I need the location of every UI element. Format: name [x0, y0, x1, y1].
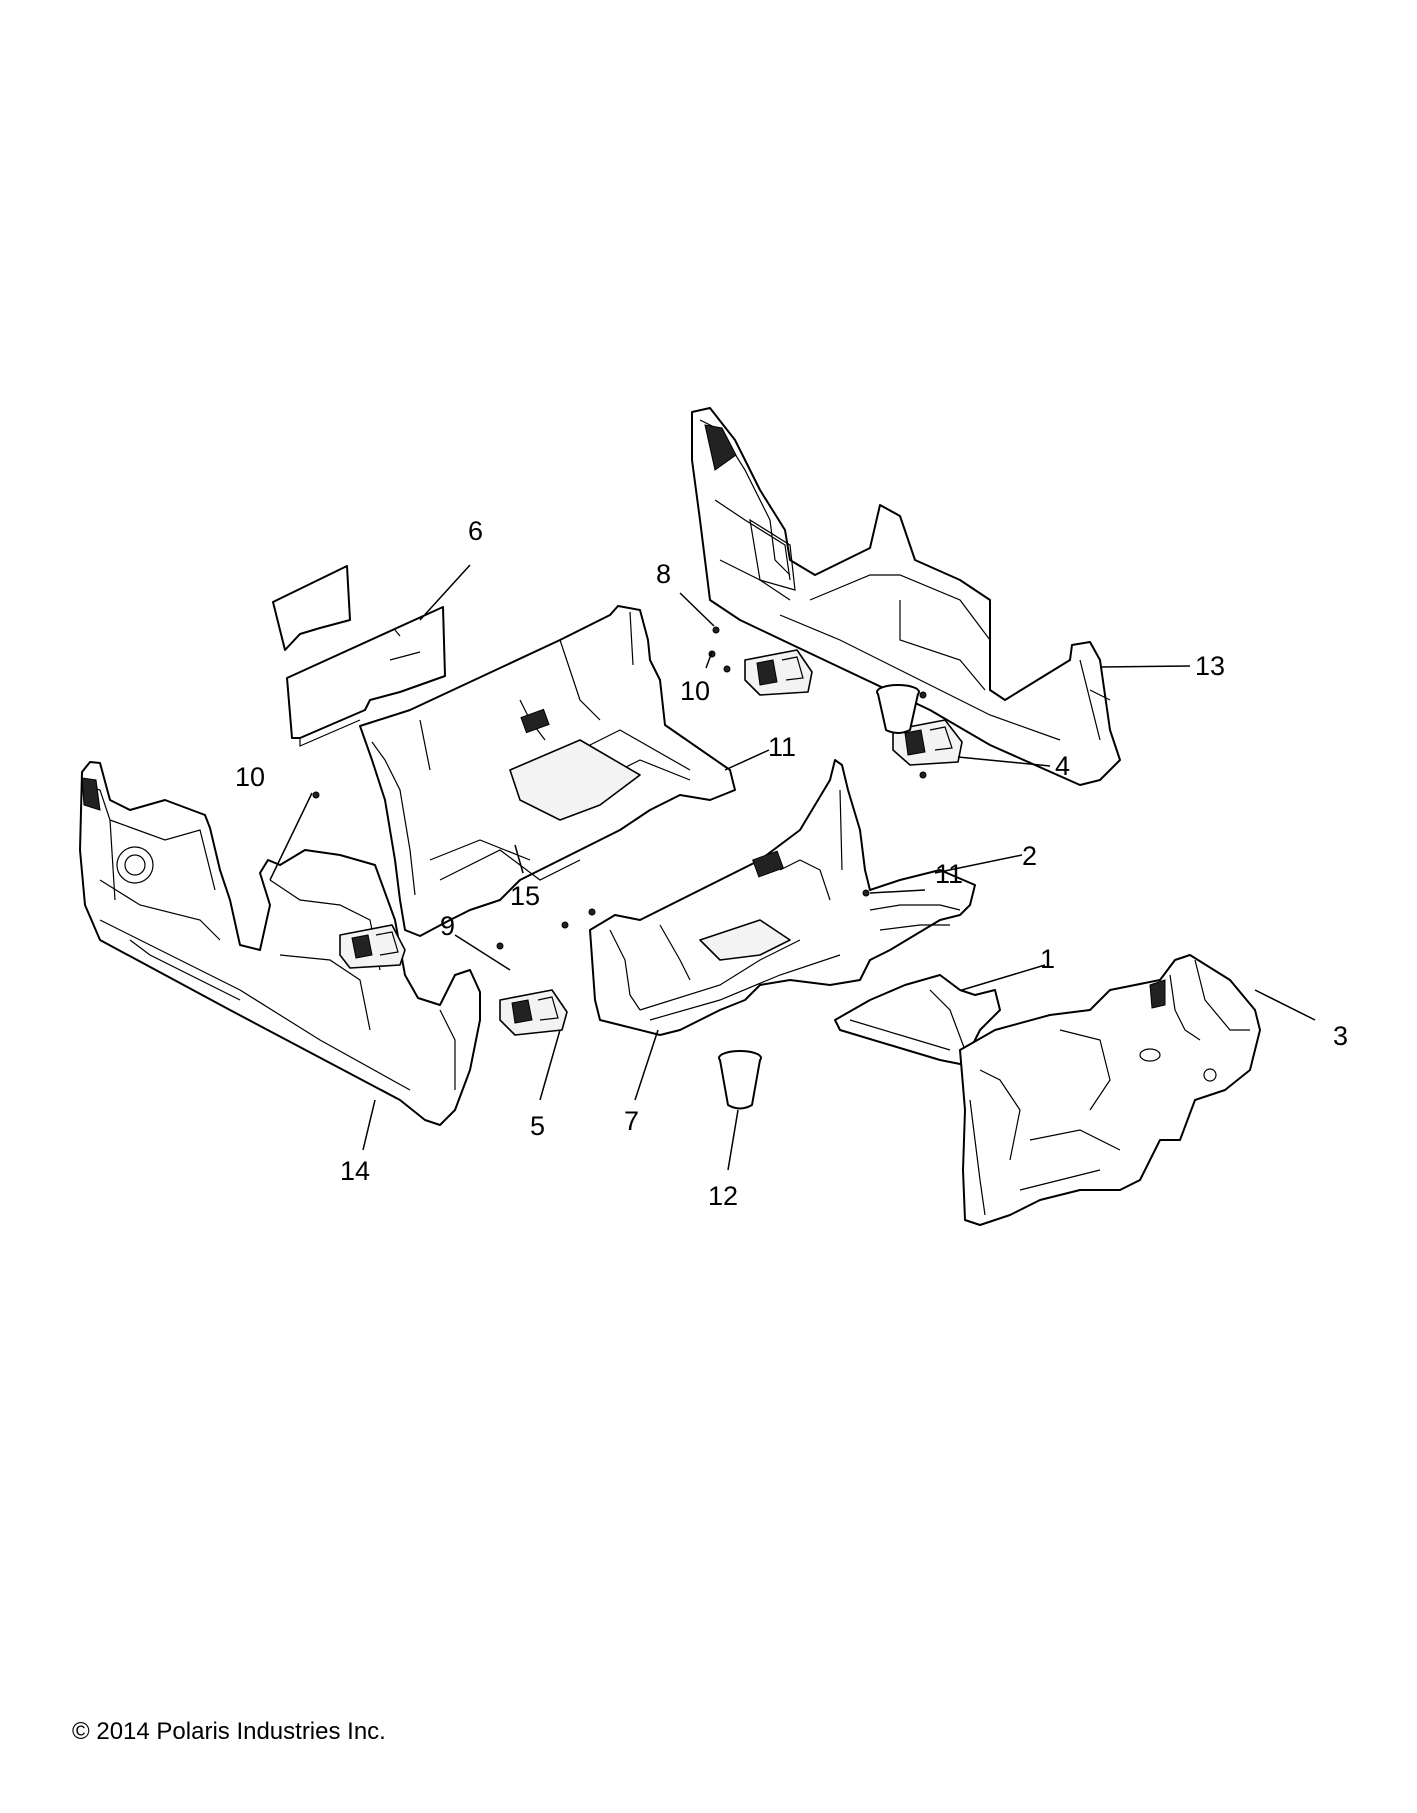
- part-3-front-firewall: [959, 954, 1261, 1226]
- callout-3: 3: [1333, 1021, 1348, 1051]
- callout-13: 13: [1195, 651, 1225, 681]
- callout-labels: 6 8 10 10 11 11 15 13 4 2 1 3 9 5 7 12 1…: [235, 516, 1348, 1211]
- part-9-step-bracket-left: [339, 924, 406, 969]
- part-15-rear-floor: [359, 605, 736, 937]
- callout-11-upper: 11: [768, 732, 796, 762]
- callout-11-lower: 11: [935, 859, 963, 889]
- copyright-notice: © 2014 Polaris Industries Inc.: [72, 1718, 386, 1745]
- fasteners: [312, 626, 927, 950]
- callout-8: 8: [656, 559, 671, 589]
- callout-14: 14: [340, 1156, 370, 1186]
- callout-15: 15: [510, 881, 540, 911]
- part-1-floor-cover: [834, 974, 1001, 1066]
- callout-12: 12: [708, 1181, 738, 1211]
- callout-7: 7: [624, 1106, 639, 1136]
- part-upper-step-bracket: [744, 649, 813, 696]
- part-5-step-bracket: [499, 989, 568, 1036]
- callout-1: 1: [1040, 944, 1055, 974]
- callout-5: 5: [530, 1111, 545, 1141]
- part-cup-holder-upper: [876, 684, 920, 734]
- leader-lines: [269, 564, 1316, 1171]
- callout-4: 4: [1055, 751, 1070, 781]
- callout-2: 2: [1022, 841, 1037, 871]
- part-6-insulation-panel: [272, 565, 446, 747]
- part-7-front-floor: [589, 759, 976, 1036]
- part-4-step-bracket: [892, 719, 963, 766]
- part-14-left-side-panel: [79, 761, 481, 1126]
- callout-10-left: 10: [235, 762, 265, 792]
- callout-6: 6: [468, 516, 483, 546]
- callout-10-upper: 10: [680, 676, 710, 706]
- part-13-rear-side-panel: [691, 407, 1121, 786]
- callout-9: 9: [440, 911, 455, 941]
- part-12-cup-holder: [718, 1050, 762, 1110]
